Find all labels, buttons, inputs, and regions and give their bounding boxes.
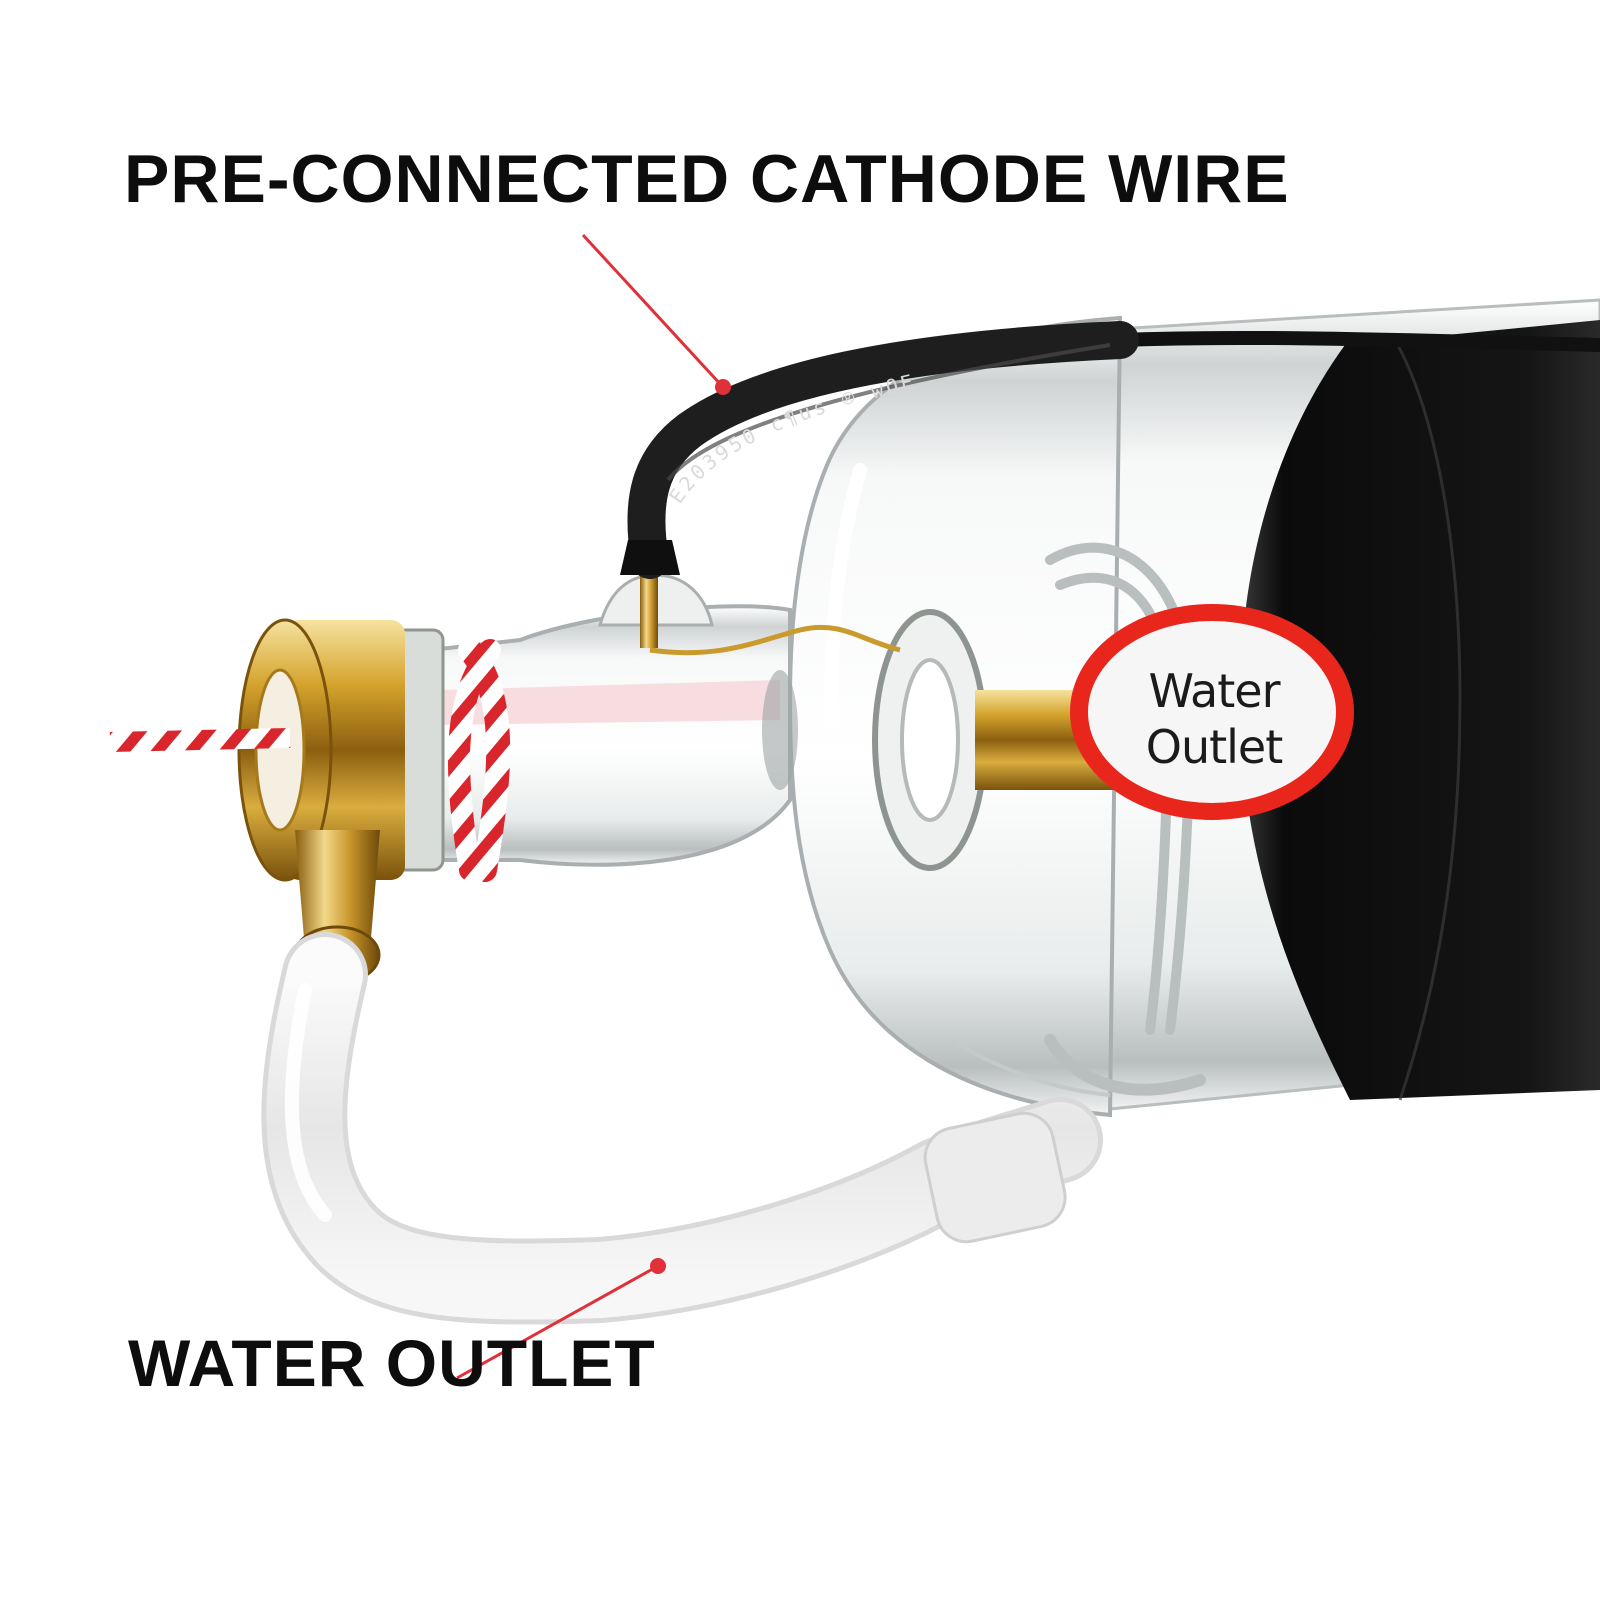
cathode-cable-sleeve	[627, 321, 1139, 579]
sticker-line-1: Water	[1149, 664, 1281, 718]
hose-collar	[923, 1111, 1067, 1244]
callout-cathode-wire: PRE-CONNECTED CATHODE WIRE	[124, 141, 1290, 217]
sticker-line-2: Outlet	[1146, 720, 1283, 774]
cathode-pin	[640, 568, 658, 648]
callout-water-outlet: WATER OUTLET	[128, 1326, 656, 1400]
black-tape-band	[1240, 320, 1600, 1100]
rope-through-cap	[109, 728, 291, 752]
water-outlet-sticker: Water Outlet	[1070, 604, 1354, 820]
outlet-callout-pointer	[456, 1258, 666, 1380]
brass-nozzle	[295, 830, 380, 950]
cathode-callout-pointer	[581, 233, 731, 395]
